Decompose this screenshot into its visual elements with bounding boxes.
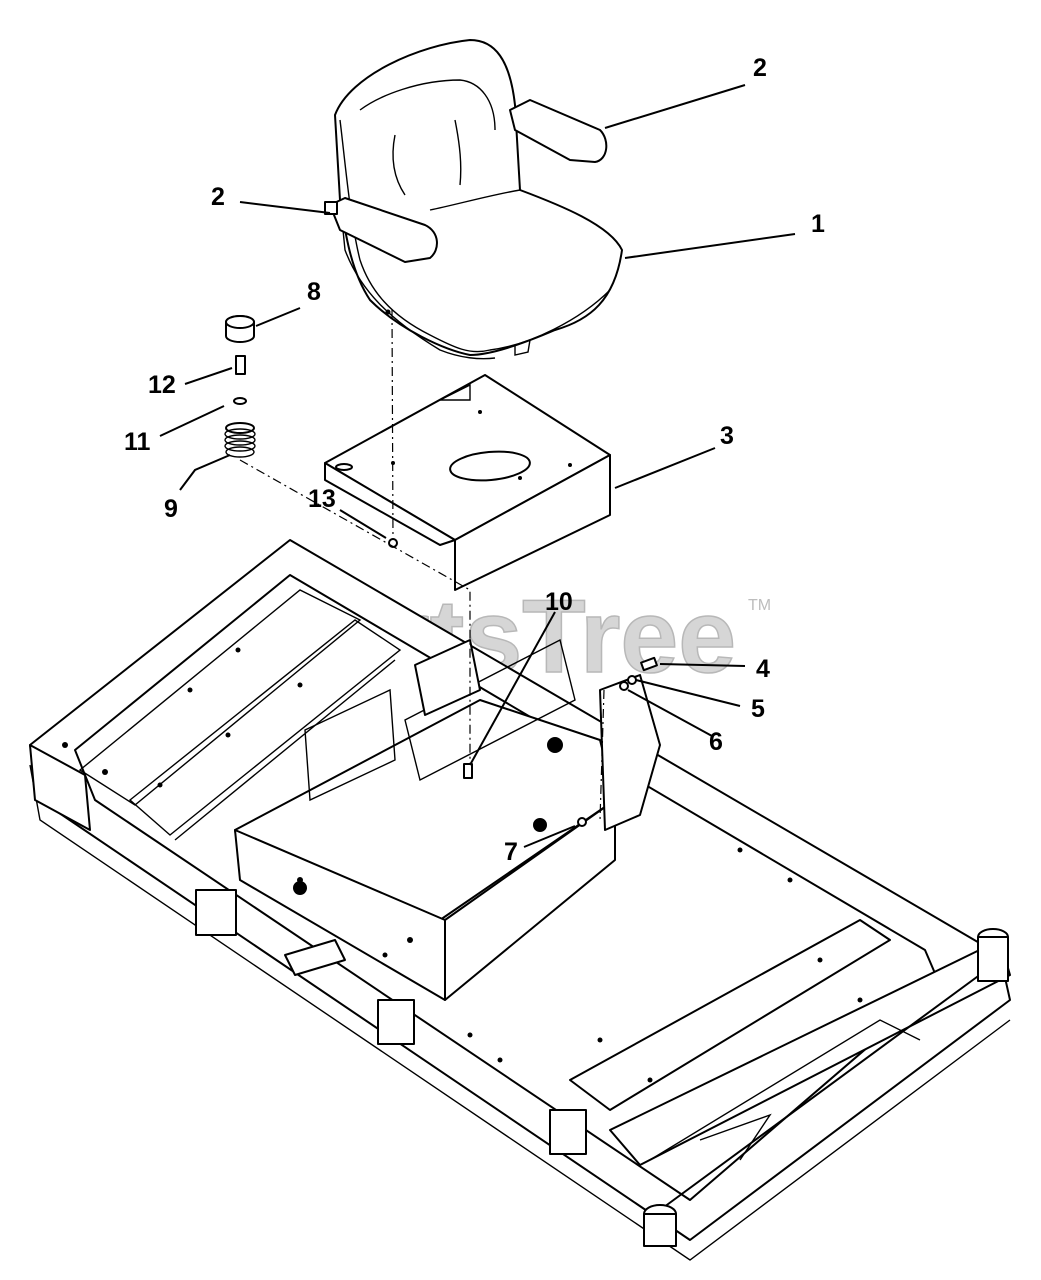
- chassis-frame: [29, 539, 1011, 1261]
- leader-11: [159, 405, 225, 437]
- callout-2-right: 2: [753, 54, 767, 82]
- seat-pan-slot-small: [335, 463, 353, 471]
- seat-pan-lip: [324, 462, 456, 546]
- leader-1: [624, 233, 796, 259]
- leader-2-left: [239, 201, 331, 214]
- alignment-lines: [239, 309, 605, 821]
- spring-part-9: [224, 422, 256, 458]
- mount-tab: [284, 939, 346, 976]
- callout-10: 10: [545, 588, 573, 616]
- callout-7: 7: [504, 838, 518, 866]
- seat-cushion: [334, 39, 623, 356]
- leader-6: [627, 689, 713, 737]
- seat-part-1: [324, 39, 623, 360]
- seat-pan-front: [454, 454, 611, 591]
- seat-pan-part-3: [324, 374, 611, 591]
- leader-3: [614, 447, 716, 489]
- armrest-left-bolt: [324, 201, 338, 215]
- left-upright-bracket: [414, 639, 481, 716]
- leader-7: [523, 825, 576, 848]
- callout-6: 6: [709, 728, 723, 756]
- leader-4: [659, 663, 746, 667]
- washer-part-6: [619, 681, 629, 691]
- callout-labels: 2 2 1 8 12 11 9 3 13 10 4 5 6 7: [124, 54, 825, 866]
- callout-2-left: 2: [211, 183, 225, 211]
- leader-2-right: [604, 84, 746, 129]
- washer-part-11: [233, 397, 247, 405]
- leader-lines: [159, 84, 796, 848]
- front-left-corner: [29, 744, 91, 831]
- armrest-right: [509, 99, 608, 163]
- callout-12: 12: [148, 371, 176, 399]
- stud-part-10: [463, 763, 473, 779]
- leader-9: [179, 454, 231, 491]
- leader-8: [255, 307, 301, 327]
- seat-pan-slot: [449, 450, 531, 482]
- rear-plate: [569, 919, 891, 1111]
- frame-holes: [62, 647, 863, 1083]
- small-hardware: [388, 538, 658, 827]
- leader-5: [635, 679, 741, 707]
- callout-8: 8: [307, 278, 321, 306]
- watermark-trademark: TM: [748, 597, 771, 614]
- mount-bracket-c: [549, 1109, 587, 1155]
- nut-part-7: [577, 817, 587, 827]
- callout-4: 4: [756, 655, 770, 683]
- mount-bracket-b: [377, 999, 415, 1045]
- callout-11: 11: [124, 428, 151, 456]
- rear-cross-tube: [609, 939, 1011, 1166]
- bolt-part-4: [640, 656, 658, 672]
- rear-tube-right: [977, 936, 1009, 982]
- armrest-left: [329, 197, 438, 263]
- leader-12: [184, 367, 233, 385]
- callout-5: 5: [751, 695, 765, 723]
- center-support-side: [444, 799, 616, 1001]
- mount-bracket-a: [195, 889, 237, 936]
- callout-9: 9: [164, 495, 178, 523]
- spring-hardware-stack: [224, 315, 256, 458]
- rear-tube-left: [643, 1213, 677, 1247]
- callout-13: 13: [308, 485, 336, 513]
- spacer-part-12: [235, 355, 246, 375]
- leader-13: [339, 509, 387, 539]
- callout-1: 1: [811, 210, 825, 238]
- leader-10: [469, 611, 556, 766]
- callout-3: 3: [720, 422, 734, 450]
- washer-part-5: [627, 675, 637, 685]
